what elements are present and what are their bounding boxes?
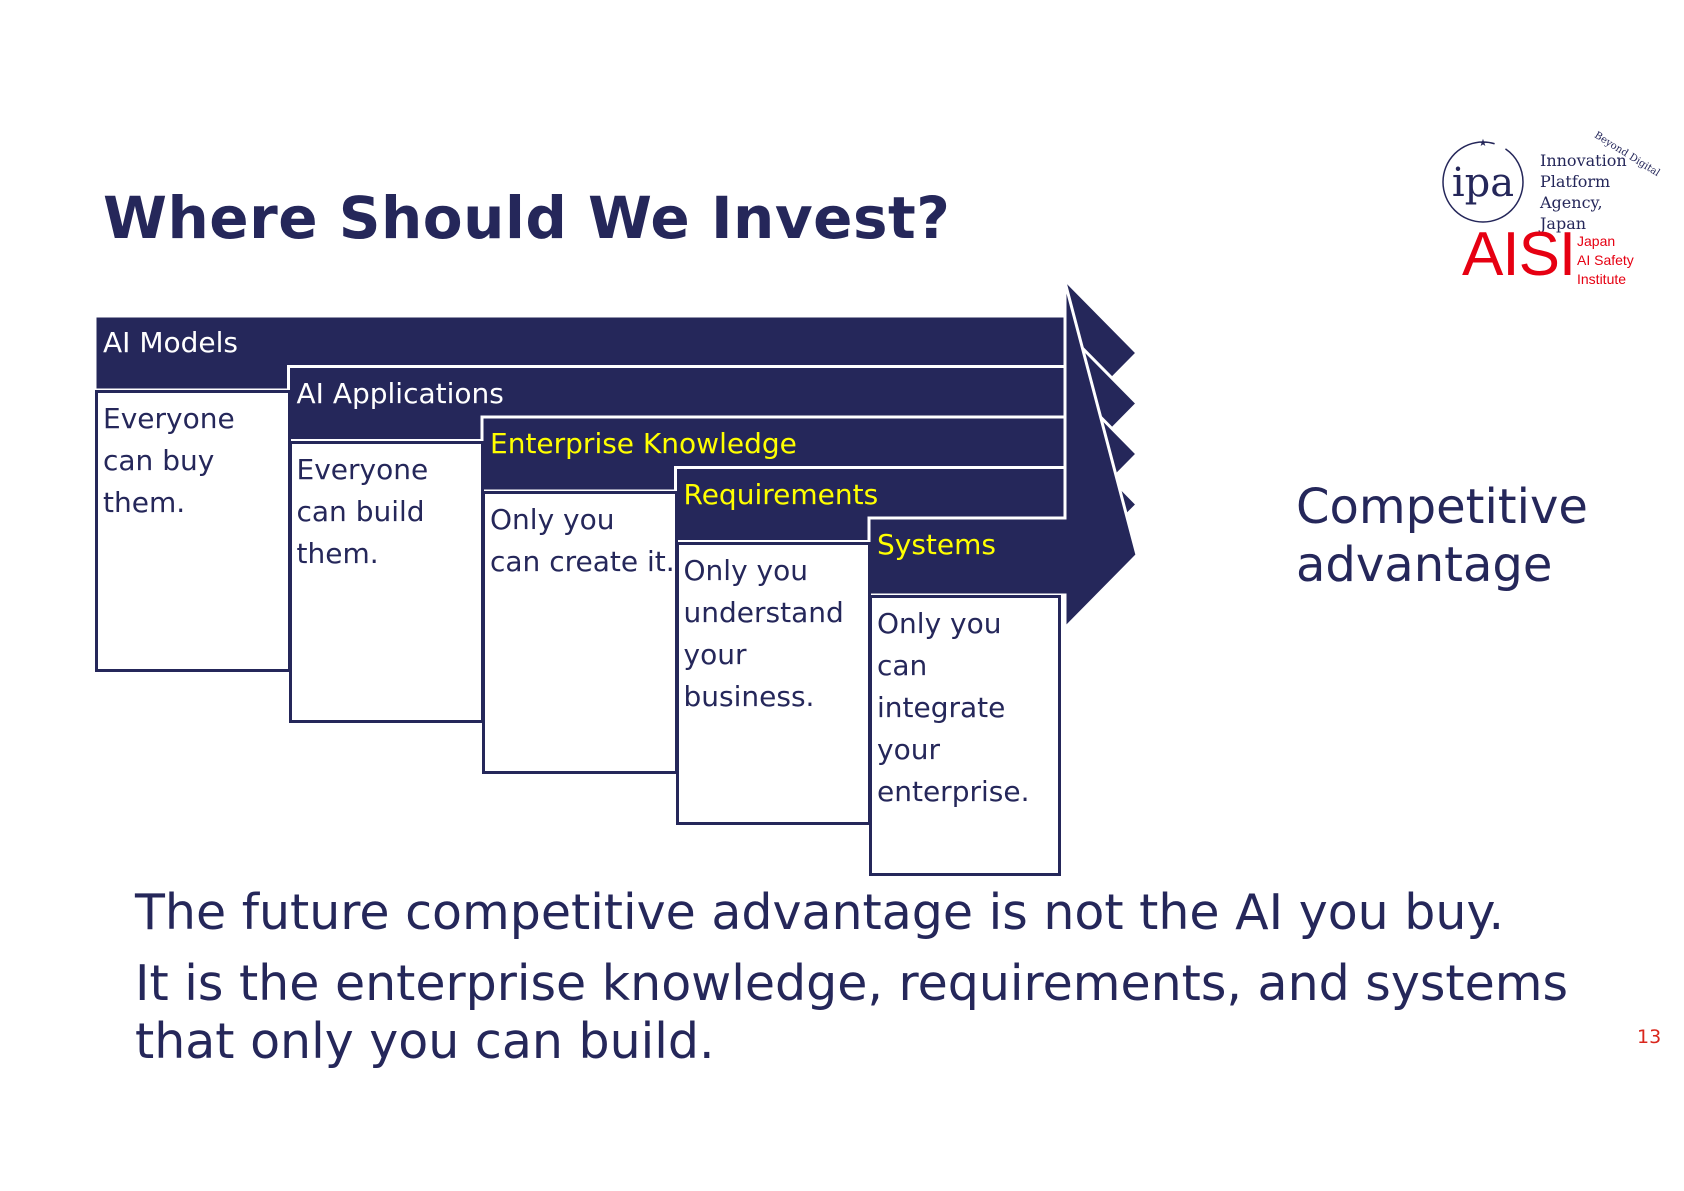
page-number: 13 — [1637, 1026, 1662, 1048]
description-line: Everyone — [296, 452, 429, 486]
layer-label: AI Models — [103, 326, 238, 359]
conclusion-line-2: It is the enterprise knowledge, requirem… — [135, 955, 1568, 1012]
ipa-line: Platform — [1540, 172, 1611, 191]
conclusion-line-1: The future competitive advantage is not … — [135, 884, 1505, 941]
layer-description: Everyone can build them. — [297, 449, 429, 575]
description-line: Everyone — [103, 402, 235, 435]
layer-label: AI Applications — [296, 376, 504, 410]
layer-label: Systems — [877, 528, 996, 561]
svg-text:★: ★ — [1479, 138, 1488, 149]
layer-description: Only you can create it. — [490, 499, 675, 583]
description-line: Only you — [683, 553, 808, 587]
description-line: your — [877, 733, 940, 766]
aisi-line: Institute — [1577, 271, 1627, 287]
description-line: can buy — [103, 444, 215, 477]
description-line: can — [877, 649, 928, 682]
ipa-name: Innovation Platform Agency, Japan — [1540, 150, 1650, 234]
ipa-line: Innovation — [1540, 151, 1627, 170]
aisi-wordmark: AISI — [1462, 220, 1576, 289]
ipa-emblem-icon: ★ ipa — [1442, 138, 1524, 223]
layer-description: Only you understand your business. — [684, 550, 844, 718]
aisi-name: Japan AI Safety Institute — [1577, 232, 1634, 289]
description-line: your — [683, 637, 747, 671]
description-line: business. — [683, 679, 815, 713]
description-line: integrate — [877, 691, 1006, 724]
advantage-line: Competitive — [1296, 479, 1588, 535]
page-title: Where Should We Invest? — [103, 184, 951, 252]
competitive-advantage-label: Competitive advantage — [1296, 478, 1588, 594]
ipa-mark-text: ipa — [1452, 160, 1514, 206]
description-line: them. — [296, 536, 379, 570]
ipa-line: Agency, Japan — [1540, 193, 1603, 233]
description-line: can create it. — [490, 545, 675, 578]
layer-description: Everyone can buy them. — [103, 398, 235, 524]
layer-description-box — [675, 541, 871, 825]
aisi-line: AI Safety — [1577, 252, 1634, 268]
layer-description-box — [95, 390, 291, 672]
description-line: enterprise. — [877, 775, 1030, 808]
ipa-aisi-logo: ★ ipa Beyond Digital Innovation Platform… — [1440, 120, 1662, 290]
description-line: them. — [103, 486, 186, 519]
layer-label: Requirements — [683, 477, 879, 511]
layer-label: Enterprise Knowledge — [490, 427, 797, 460]
advantage-line: advantage — [1296, 537, 1553, 593]
description-line: understand — [683, 595, 844, 629]
conclusion-line-3: that only you can build. — [135, 1013, 715, 1070]
aisi-line: Japan — [1577, 233, 1616, 249]
description-line: can build — [296, 494, 425, 528]
layer-description-box — [869, 595, 1061, 876]
layer-description: Only you can integrate your enterprise. — [877, 603, 1029, 813]
description-line: Only you — [490, 503, 615, 536]
layer-description-box — [288, 440, 484, 723]
description-line: Only you — [877, 607, 1002, 640]
